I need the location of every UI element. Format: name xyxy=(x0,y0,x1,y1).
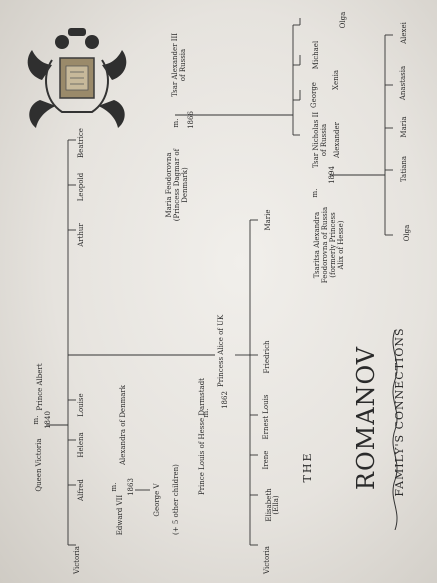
person-alfred: Alfred xyxy=(77,479,85,501)
person-xenia: Xenia xyxy=(332,69,340,91)
marriage-marker: m. xyxy=(202,408,210,418)
marriage-year: 1862 xyxy=(221,391,229,409)
marriage-marker: m. xyxy=(110,482,118,492)
person-marie: Marie xyxy=(264,209,272,231)
alexander-iii-line2: of Russia xyxy=(179,48,187,82)
marriage-marker: m. xyxy=(311,188,319,198)
person-queen-victoria: Queen Victoria xyxy=(35,438,43,492)
title-the: THE xyxy=(301,451,314,483)
alexandra-feodorovna-line4: Alix of Hesse) xyxy=(337,220,345,270)
person-tatiana: Tatiana xyxy=(400,155,408,183)
person-leopold: Leopold xyxy=(77,172,85,202)
person-princess-alice: Princess Alice of UK xyxy=(217,314,225,387)
person-victoria-princess-royal: Victoria xyxy=(73,546,81,574)
person-prince-louis: Prince Louis of Hesse Darmstadt xyxy=(198,378,206,495)
maria-feodorovna-line3: Denmark) xyxy=(181,167,189,203)
person-arthur: Arthur xyxy=(77,223,85,247)
person-helena: Helena xyxy=(77,432,85,458)
person-alexandra-of-denmark: Alexandra of Denmark xyxy=(119,385,127,465)
person-prince-albert: Prince Albert xyxy=(36,363,44,411)
nicholas-ii-line2: of Russia xyxy=(320,123,328,157)
marriage-marker: m. xyxy=(172,118,180,128)
person-olga-sister: Olga xyxy=(339,11,347,29)
george-v-note: (+ 5 other children) xyxy=(172,464,180,535)
person-george: George xyxy=(310,82,318,108)
person-irene: Irene xyxy=(262,450,270,470)
person-alexander: Alexander xyxy=(333,121,341,159)
marriage-year: 1840 xyxy=(44,411,52,429)
person-friedrich: Friedrich xyxy=(263,340,271,374)
person-olga: Olga xyxy=(403,224,411,242)
double-headed-eagle-crest xyxy=(27,28,127,128)
marriage-year: 1866 xyxy=(187,111,195,129)
person-louise: Louise xyxy=(77,393,85,417)
person-george-v: George V xyxy=(153,483,161,517)
person-michael: Michael xyxy=(312,40,320,70)
person-edward-vii: Edward VII xyxy=(116,494,124,536)
marriage-marker: m. xyxy=(32,415,40,425)
marriage-year: 1863 xyxy=(127,478,135,496)
ornament-flourish xyxy=(392,330,398,530)
person-anastasia: Anastasia xyxy=(399,65,407,101)
person-alexei: Alexei xyxy=(400,22,408,44)
person-victoria-of-hesse: Victoria xyxy=(263,546,271,574)
person-ernest-louis: Ernest Louis xyxy=(262,394,270,440)
person-beatrice: Beatrice xyxy=(77,128,85,158)
title-main: ROMANOV xyxy=(352,345,380,491)
person-maria: Maria xyxy=(400,116,408,138)
elisabeth-note: (Ella) xyxy=(272,495,280,515)
